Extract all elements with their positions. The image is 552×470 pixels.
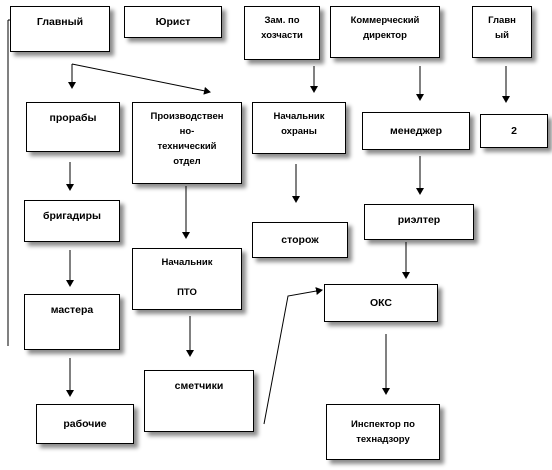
node-rieltor: риэлтер (364, 204, 474, 240)
node-nach-pto: Начальник ПТО (132, 248, 242, 310)
node-storozh: сторож (252, 222, 348, 258)
node-two: 2 (480, 114, 548, 148)
node-ohrana: Начальник охраны (252, 102, 346, 154)
node-zam: Зам. по хозчасти (244, 6, 320, 60)
node-inspektor: Инспектор по технадзору (326, 404, 440, 460)
node-glavny-2: Главн ый (472, 6, 532, 58)
node-manager: менеджер (362, 112, 470, 150)
arrow-glavny-to-pto (71, 63, 211, 95)
node-rabochie: рабочие (36, 404, 134, 444)
arrow-smetchiki-to-oks (263, 287, 323, 425)
node-yurist: Юрист (124, 6, 222, 38)
node-mastera: мастера (24, 294, 120, 350)
node-prorab: прорабы (26, 102, 120, 152)
node-kommerch: Коммерческий директор (330, 6, 440, 58)
node-smetchiki: сметчики (144, 370, 254, 432)
node-glavny-1: Главный (10, 6, 110, 52)
node-brigadir: бригадиры (24, 200, 120, 242)
node-pto-dept: Производствен но- технический отдел (132, 102, 242, 184)
node-oks: ОКС (324, 284, 438, 322)
